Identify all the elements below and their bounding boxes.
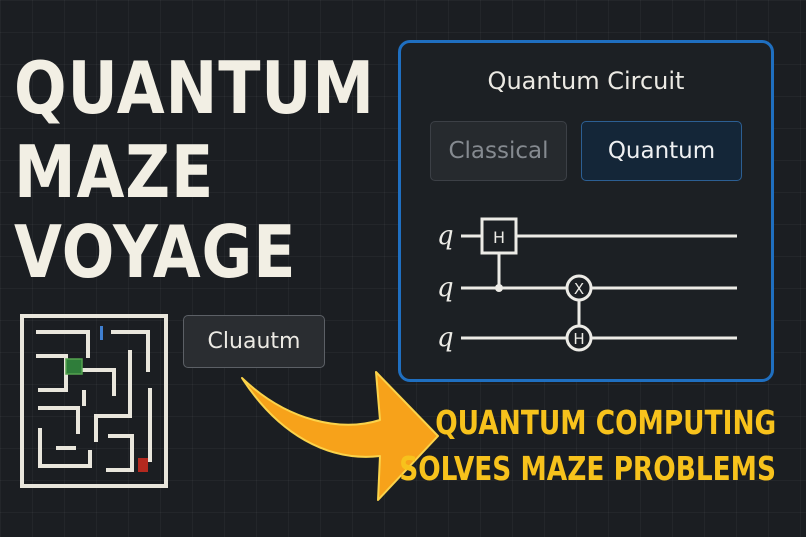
tab-classical[interactable]: Classical	[430, 121, 567, 181]
h-gate-box[interactable]	[480, 217, 518, 255]
caption-line-2: SOLVES MAZE PROBLEMS	[399, 449, 776, 488]
qubit-label-1: q	[437, 273, 454, 303]
circuit-panel: Quantum Circuit Classical Quantum q q q …	[398, 40, 774, 382]
maze-outer-wall	[20, 314, 168, 488]
h-gate-circle[interactable]	[565, 324, 593, 352]
caption-line-1: QUANTUM COMPUTING	[435, 403, 776, 442]
title-line-2: MAZE	[14, 130, 215, 214]
maze-wall	[38, 428, 92, 468]
maze-wall	[94, 350, 132, 442]
control-dot	[495, 284, 503, 292]
gate-label-1: X	[574, 280, 584, 298]
quantum-circuit-diagram: q q q H X H	[437, 217, 737, 353]
maze-wall	[38, 406, 80, 434]
x-gate-circle[interactable]	[565, 274, 593, 302]
panel-title: Quantum Circuit	[487, 67, 685, 95]
maze-illustration	[20, 314, 168, 488]
qubit-label-2: q	[437, 323, 454, 353]
maze-start-cell	[65, 358, 83, 375]
title-line-3: VOYAGE	[14, 210, 297, 294]
title-line-1: QUANTUM	[14, 46, 375, 130]
maze-marker	[100, 326, 103, 340]
maze-wall	[36, 354, 68, 392]
maze-quantum-button[interactable]: Cluautm	[183, 315, 325, 368]
maze-wall	[111, 330, 150, 372]
qubit-label-0: q	[437, 221, 454, 251]
tab-quantum[interactable]: Quantum	[581, 121, 742, 181]
maze-goal-cell	[138, 458, 148, 472]
gate-label-2: H	[573, 330, 584, 348]
maze-wall	[72, 368, 116, 396]
maze-wall	[106, 434, 134, 472]
arrow-right-icon	[241, 371, 439, 501]
maze-wall	[36, 330, 90, 358]
gate-label-0: H	[493, 228, 505, 247]
